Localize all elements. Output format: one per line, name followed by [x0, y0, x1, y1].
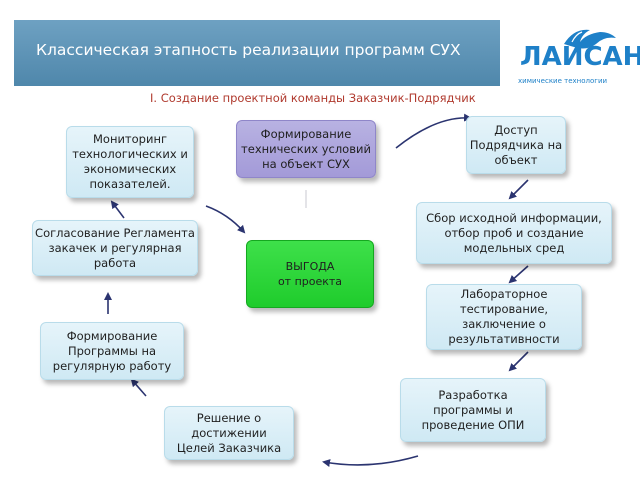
- arrow-reglament-to-monitoring: [110, 200, 125, 219]
- page-title: Классическая этапность реализации програ…: [36, 41, 461, 59]
- arrow-lab-to-develop: [508, 351, 529, 372]
- bird-logo-icon: [564, 29, 616, 49]
- step-access-label: Доступ Подрядчика на объект: [469, 122, 563, 167]
- step-reglament-label: Согласование Регламента закачек и регуля…: [35, 225, 195, 270]
- step-data-collection-label: Сбор исходной информации, отбор проб и с…: [426, 210, 602, 255]
- step-program-develop-label: Разработка программы и проведение ОПИ: [421, 387, 525, 432]
- step-lab-testing-label: Лабораторное тестирование, заключение о …: [448, 287, 560, 346]
- title-bar: Классическая этапность реализации програ…: [14, 20, 500, 86]
- step-tech-conditions: Формирование технических условий на объе…: [236, 120, 376, 178]
- arrow-access-to-data: [508, 179, 529, 200]
- step-tech-conditions-label: Формирование технических условий на объе…: [241, 126, 371, 171]
- step-program-forming: Формирование Программы на регулярную раб…: [40, 322, 184, 380]
- logo-wordmark: ЛАЙСАН: [520, 42, 640, 72]
- step-program-develop: Разработка программы и проведение ОПИ: [400, 378, 546, 442]
- step-reglament: Согласование Регламента закачек и регуля…: [32, 220, 198, 276]
- arrow-tech-to-access: [395, 113, 472, 149]
- step-decision-label: Решение о достижении Целей Заказчика: [176, 410, 282, 455]
- step-lab-testing: Лабораторное тестирование, заключение о …: [426, 284, 582, 350]
- company-logo: ЛАЙСАН химические технологии: [512, 20, 640, 90]
- arrow-monitoring-to-benefit: [205, 205, 246, 234]
- step-access: Доступ Подрядчика на объект: [466, 116, 566, 174]
- arrow-develop-to-decision: [322, 455, 419, 467]
- page-subtitle: I. Создание проектной команды Заказчик-П…: [150, 91, 476, 105]
- step-monitoring: Мониторинг технологических и экономическ…: [66, 126, 194, 198]
- step-benefit-label: ВЫГОДА от проекта: [277, 260, 343, 288]
- logo-tagline: химические технологии: [518, 77, 608, 85]
- step-monitoring-label: Мониторинг технологических и экономическ…: [72, 132, 188, 191]
- arrow-decision-to-program: [130, 378, 147, 397]
- step-decision: Решение о достижении Целей Заказчика: [164, 406, 294, 460]
- step-benefit: ВЫГОДА от проекта: [246, 240, 374, 308]
- step-program-forming-label: Формирование Программы на регулярную раб…: [52, 328, 172, 373]
- step-data-collection: Сбор исходной информации, отбор проб и с…: [416, 202, 612, 264]
- arrow-data-to-lab: [508, 265, 529, 284]
